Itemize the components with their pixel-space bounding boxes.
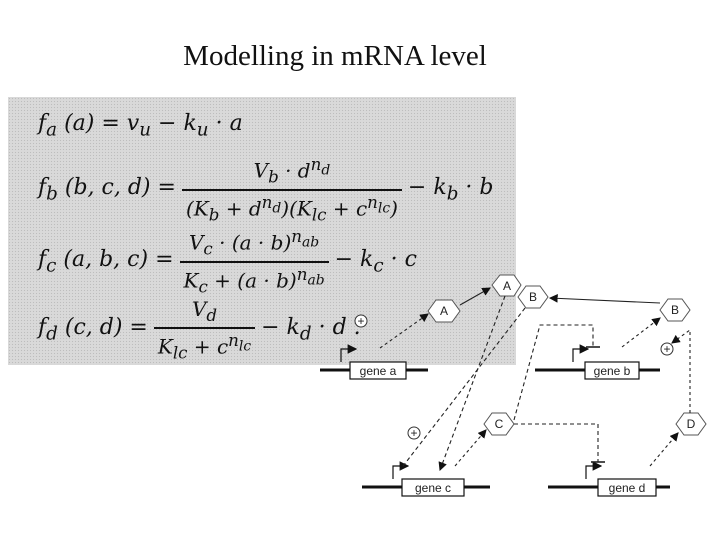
gene-b: gene b bbox=[535, 344, 660, 380]
plus-marker-3: + bbox=[407, 426, 421, 440]
page-title: Modelling in mRNA level bbox=[183, 40, 487, 72]
svg-text:+: + bbox=[357, 314, 364, 328]
protein-b-left: B bbox=[517, 285, 549, 309]
protein-c: C bbox=[483, 412, 515, 436]
gene-c-label: gene c bbox=[415, 481, 451, 495]
plus-marker-2: + bbox=[660, 342, 674, 356]
protein-a-upper: A bbox=[491, 274, 522, 297]
svg-text:+: + bbox=[410, 426, 417, 440]
regulation-edges bbox=[379, 287, 691, 472]
svg-text:D: D bbox=[687, 417, 696, 431]
gene-d: gene d bbox=[548, 461, 670, 497]
gene-d-label: gene d bbox=[609, 481, 646, 495]
svg-text:A: A bbox=[503, 279, 511, 293]
equation-panel: fa (a) = vu − ku · a fb (b, c, d) = Vb ·… bbox=[8, 97, 516, 365]
svg-text:A: A bbox=[440, 304, 448, 318]
gene-a: gene a bbox=[320, 344, 428, 380]
svg-text:B: B bbox=[529, 290, 537, 304]
svg-text:B: B bbox=[671, 303, 679, 317]
gene-b-label: gene b bbox=[594, 364, 631, 378]
gene-c: gene c bbox=[362, 461, 490, 497]
svg-text:C: C bbox=[495, 417, 504, 431]
equation-fb: fb (b, c, d) = Vb · dnd(Kb + dnd)(Klc + … bbox=[38, 155, 494, 225]
equation-fa: fa (a) = vu − ku · a bbox=[38, 111, 243, 141]
protein-a-lower: A bbox=[427, 299, 461, 323]
gene-a-label: gene a bbox=[360, 364, 397, 378]
svg-text:+: + bbox=[663, 342, 670, 356]
protein-d: D bbox=[675, 412, 707, 436]
plus-marker-1: + bbox=[354, 314, 368, 328]
protein-b-right: B bbox=[659, 298, 691, 322]
